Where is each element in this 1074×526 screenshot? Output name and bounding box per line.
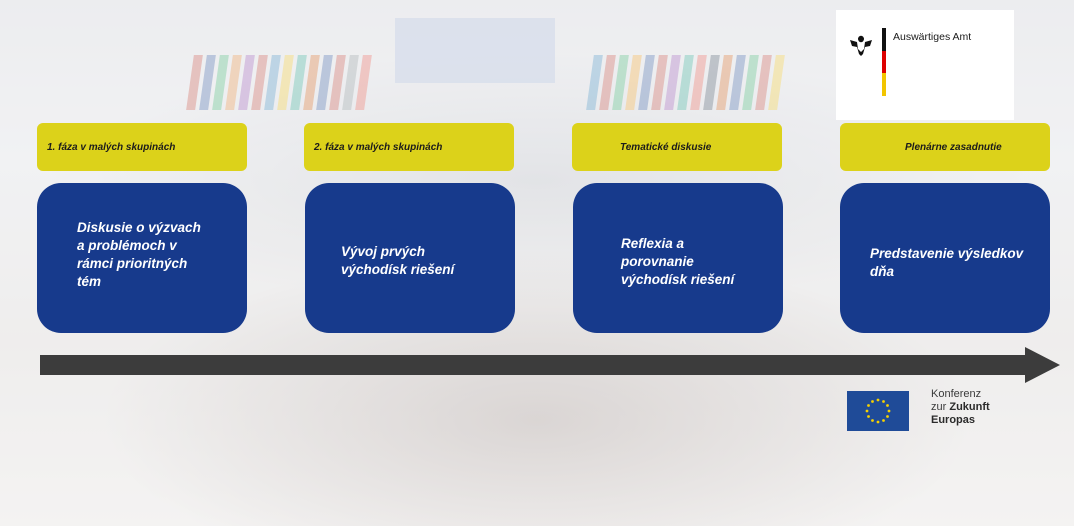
- auswaertiges-amt-logo: Auswärtiges Amt: [836, 10, 1014, 120]
- conference-line-2-prefix: zur: [931, 401, 950, 413]
- card-line: a problémoch v: [77, 238, 177, 253]
- stage-card-4: Predstavenie výsledkov dňa: [840, 183, 1050, 333]
- eu-flag-icon: [847, 391, 909, 431]
- conference-line-1: Konferenz: [931, 388, 982, 400]
- card-line: dňa: [870, 264, 895, 279]
- phase-label-text: Plenárne zasadnutie: [905, 141, 1002, 153]
- card-line: tém: [77, 274, 102, 289]
- stage-card-3: Reflexia a porovnanie východísk riešení: [573, 183, 783, 333]
- card-line: Reflexia a: [621, 236, 685, 251]
- federal-eagle-icon: [850, 35, 872, 56]
- conference-line-3: Europas: [931, 414, 976, 426]
- conference-title: Konferenz zur Zukunft Europas: [931, 388, 990, 427]
- german-flag-bar: [882, 28, 886, 96]
- eu-banner-backdrop: [395, 18, 555, 83]
- phase-label-text: 2. fáza v malých skupinách: [314, 141, 443, 153]
- card-line: východísk riešení: [341, 262, 455, 277]
- phase-label-2: 2. fáza v malých skupinách: [304, 123, 514, 171]
- phase-label-3: Tematické diskusie: [572, 123, 782, 171]
- conference-line-2-bold: Zukunft: [949, 401, 990, 413]
- card-line: Vývoj prvých: [341, 244, 426, 259]
- phase-label-4: Plenárne zasadnutie: [840, 123, 1050, 171]
- conference-future-europe-logo: Konferenz zur Zukunft Europas: [847, 388, 1017, 436]
- phase-label-text: Tematické diskusie: [620, 141, 712, 153]
- ministry-name: Auswärtiges Amt: [893, 31, 972, 43]
- timeline-arrow: [40, 347, 1060, 383]
- phase-label-text: 1. fáza v malých skupinách: [47, 141, 176, 153]
- card-line: východísk riešení: [621, 272, 735, 287]
- phase-label-1: 1. fáza v malých skupinách: [37, 123, 247, 171]
- stage-card-2: Vývoj prvých východísk riešení: [305, 183, 515, 333]
- card-line: Predstavenie výsledkov: [870, 246, 1024, 261]
- card-line: Diskusie o výzvach: [77, 220, 201, 235]
- card-line: porovnanie: [621, 254, 694, 269]
- card-line: rámci prioritných: [77, 256, 188, 271]
- stage-card-1: Diskusie o výzvach a problémoch v rámci …: [37, 183, 247, 333]
